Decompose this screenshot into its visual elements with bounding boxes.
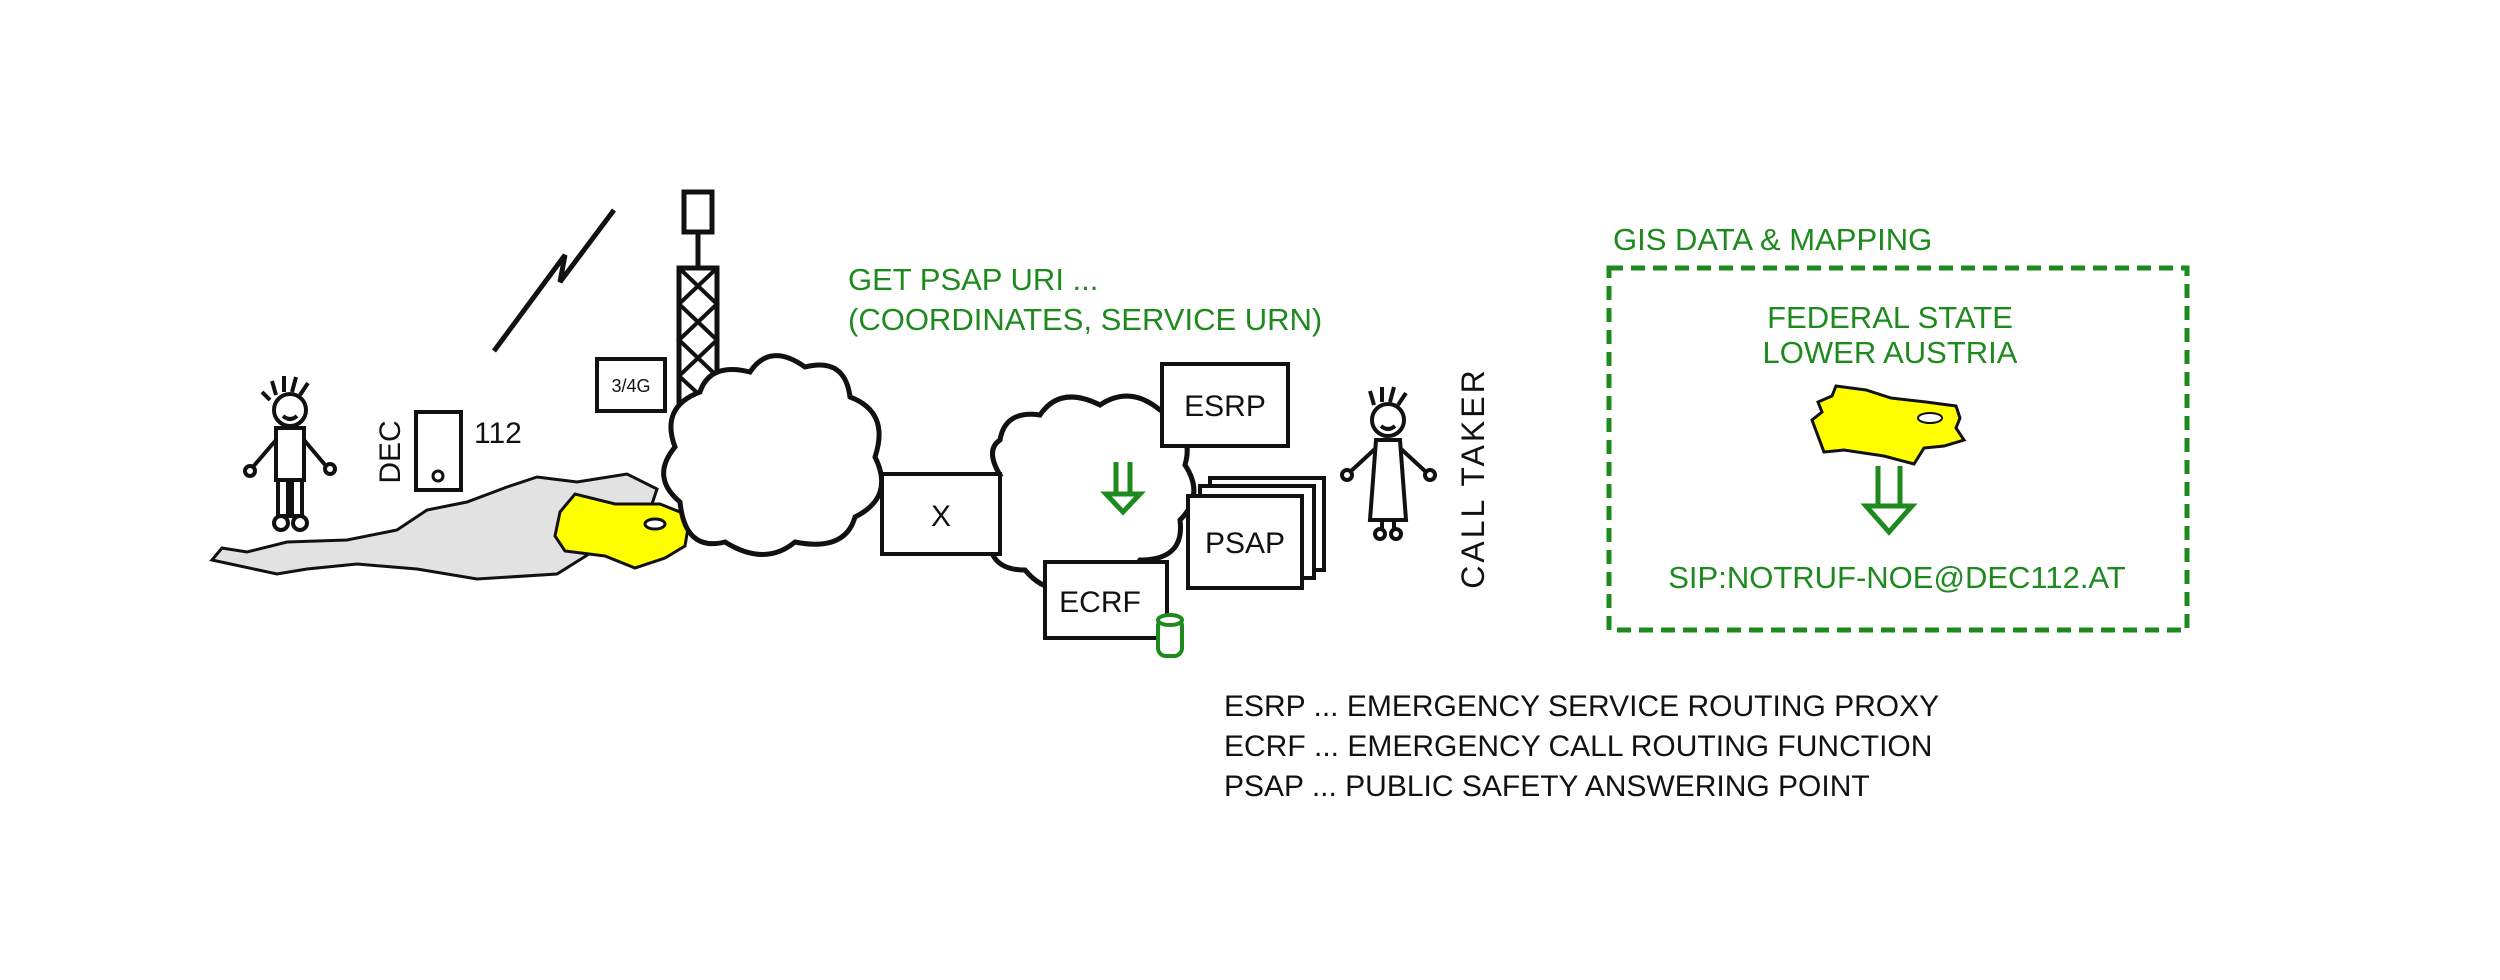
phone-icon [414, 410, 463, 492]
gateway-label: X [931, 500, 951, 533]
radio-access-box [595, 357, 667, 413]
legend-item: PSAP ... PUBLIC SAFETY ANSWERING POINT [1224, 770, 1870, 803]
gis-region-line-2: LOWER AUSTRIA [1763, 335, 2018, 370]
caller-person-icon [243, 376, 337, 532]
austria-map [209, 472, 692, 581]
device-label: DEC [374, 420, 407, 483]
dialed-number: 112 [474, 417, 522, 450]
esrp-box [1160, 362, 1290, 448]
radio-signal-icon [491, 208, 616, 353]
legend-item: ECRF ... EMERGENCY CALL ROUTING FUNCTION [1224, 730, 1932, 763]
esrp-label: ESRP [1184, 390, 1266, 423]
query-line-1: GET PSAP URI ... [848, 262, 1098, 297]
lookup-arrow-icon [1100, 462, 1146, 516]
ecrf-label: ECRF [1059, 586, 1141, 619]
call-taker-person-icon [1340, 386, 1437, 541]
call-taker-label: CALL TAKER [1455, 367, 1491, 588]
phone-button-icon [431, 469, 445, 483]
query-line-2: (COORDINATES, SERVICE URN) [848, 302, 1322, 337]
gis-dashed-box [1606, 265, 2190, 633]
radio-access-label: 3/4G [611, 376, 650, 396]
gis-title: GIS DATA & MAPPING [1613, 222, 1932, 257]
mapping-arrow-icon [1860, 466, 1918, 536]
lower-austria-map [1810, 384, 1967, 466]
psap-label: PSAP [1205, 527, 1285, 560]
abbreviation-legend: ESRP ... EMERGENCY SERVICE ROUTING PROXY… [1224, 690, 1939, 803]
legend-item: ESRP ... EMERGENCY SERVICE ROUTING PROXY [1224, 690, 1939, 723]
psap-box [1186, 494, 1304, 590]
gis-result-uri: SIP:NOTRUF-NOE@DEC112.AT [1668, 560, 2126, 595]
ecrf-box [1043, 560, 1169, 640]
access-network-cloud [661, 353, 885, 557]
gis-region-line-1: FEDERAL STATE [1767, 300, 2013, 335]
database-icon [1156, 613, 1184, 658]
gateway-box [880, 472, 1002, 556]
